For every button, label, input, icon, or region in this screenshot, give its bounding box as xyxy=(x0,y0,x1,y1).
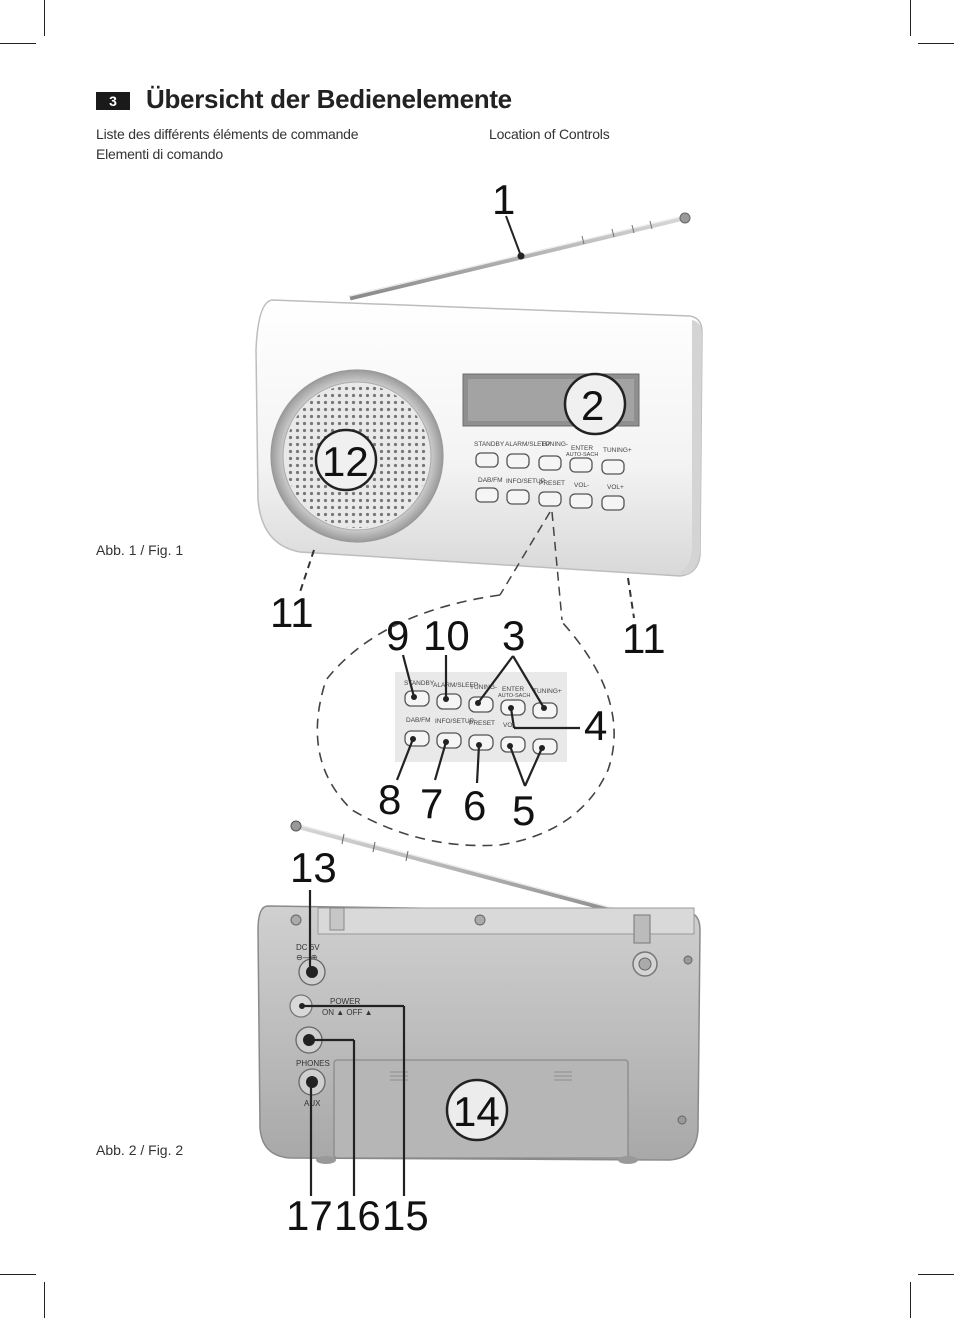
zoom-label-preset: PRESET xyxy=(469,720,495,727)
zoom-label-tuning-plus: TUNING+ xyxy=(533,688,562,695)
crop-mark xyxy=(44,1282,45,1318)
callout-7: 7 xyxy=(420,780,443,827)
callout-3: 3 xyxy=(502,612,525,659)
callout-12: 12 xyxy=(322,438,369,485)
front-label-tuning-plus: TUNING+ xyxy=(603,447,632,454)
crop-mark xyxy=(910,0,911,36)
front-label-vol-plus: VOL+ xyxy=(607,484,624,491)
svg-text:⊖—⊕: ⊖—⊕ xyxy=(296,953,317,962)
callout-1: 1 xyxy=(492,176,515,223)
radio-front-figure: STANDBY ALARM/SLEEP TUNING- ENTER AUTO-S… xyxy=(255,176,703,662)
zoom-button-vol-plus xyxy=(532,738,558,755)
front-label-tuning-minus: TUNING- xyxy=(541,441,568,448)
button-alarm-sleep[interactable] xyxy=(506,453,530,469)
callout-14: 14 xyxy=(453,1088,500,1135)
zoom-label-alarm-sleep: ALARM/SLEEP xyxy=(433,682,478,689)
front-label-preset: PRESET xyxy=(539,480,565,487)
zoom-button-standby xyxy=(404,690,430,707)
front-label-standby: STANDBY xyxy=(474,441,505,448)
subtitle-english: Location of Controls xyxy=(489,126,610,142)
zoom-button-preset xyxy=(468,734,494,751)
callout-11-left: 11 xyxy=(270,589,314,636)
crop-mark xyxy=(0,43,36,44)
callout-4: 4 xyxy=(584,702,607,749)
front-label-enter: ENTER xyxy=(571,445,593,452)
callout-13: 13 xyxy=(290,844,337,891)
front-label-dab-fm: DAB/FM xyxy=(478,477,503,484)
callout-2: 2 xyxy=(581,382,604,429)
callout-9: 9 xyxy=(386,612,409,659)
zoom-label-tuning: TUNING- xyxy=(470,684,497,691)
button-preset[interactable] xyxy=(538,491,562,507)
zoom-button-dab-fm xyxy=(404,730,430,747)
callout-8: 8 xyxy=(378,776,401,823)
label-phones: PHONES xyxy=(296,1059,330,1068)
front-label-alarm-sleep: ALARM/SLEEP xyxy=(505,441,550,448)
button-dab-fm[interactable] xyxy=(475,487,499,503)
front-label-info-setup: INFO/SETUP xyxy=(506,478,545,485)
crop-mark xyxy=(918,1274,954,1275)
button-enter[interactable] xyxy=(569,457,593,473)
zoom-button-info-setup xyxy=(436,732,462,749)
front-label-vol-minus: VOL- xyxy=(574,482,589,489)
zoom-label-enter: ENTER xyxy=(502,686,524,693)
callout-17: 17 xyxy=(286,1192,333,1239)
crop-mark xyxy=(910,1282,911,1318)
button-tuning-minus[interactable] xyxy=(538,455,562,471)
zoom-button-alarm-sleep xyxy=(436,693,462,710)
zoom-label-vol: VOL xyxy=(503,722,516,729)
zoom-button-vol-minus xyxy=(500,736,526,753)
page-title: Übersicht der Bedienelemente xyxy=(146,84,512,114)
front-label-auto-sach: AUTO-SACH xyxy=(566,452,598,458)
button-zoom-detail: STANDBY ALARM/SLEEP TUNING- ENTER AUTO-S… xyxy=(316,511,615,847)
subtitle-french: Liste des différents éléments de command… xyxy=(96,126,359,142)
button-info-setup[interactable] xyxy=(506,489,530,505)
label-aux: AUX xyxy=(304,1099,321,1108)
radio-back-figure: DC 6V ⊖—⊕ POWER ON ▲ OFF ▲ PHONES AUX 13… xyxy=(257,820,701,1239)
button-tuning-plus[interactable] xyxy=(601,459,625,475)
callout-10: 10 xyxy=(423,612,470,659)
callout-5: 5 xyxy=(512,787,535,834)
crop-mark xyxy=(44,0,45,36)
antenna xyxy=(349,215,685,301)
section-number: 3 xyxy=(96,92,130,110)
figure-1-caption: Abb. 1 / Fig. 1 xyxy=(96,542,184,558)
label-dc-6v: DC 6V xyxy=(296,943,320,952)
callout-15: 15 xyxy=(382,1192,429,1239)
zoom-label-auto-sach: AUTO-SACH xyxy=(498,693,530,699)
callout-16: 16 xyxy=(334,1192,381,1239)
crop-mark xyxy=(0,1274,36,1275)
button-standby[interactable] xyxy=(475,452,499,468)
callout-11-right: 11 xyxy=(622,615,666,662)
zoom-label-dab-fm: DAB/FM xyxy=(406,717,431,724)
zoom-label-info-setup: INFO/SETUP xyxy=(435,718,474,725)
zoom-label-standby: STANDBY xyxy=(404,680,435,687)
label-power: POWER xyxy=(330,997,360,1006)
crop-mark xyxy=(918,43,954,44)
button-vol-plus[interactable] xyxy=(601,495,625,511)
zoom-circle xyxy=(316,594,615,847)
figure-2-caption: Abb. 2 / Fig. 2 xyxy=(96,1142,184,1158)
subtitle-italian: Elementi di comando xyxy=(96,146,223,162)
label-on-off: ON ▲ OFF ▲ xyxy=(322,1008,373,1017)
callout-6: 6 xyxy=(463,782,486,829)
antenna-back xyxy=(295,823,643,921)
zoom-button-tuning-minus xyxy=(468,696,494,713)
button-vol-minus[interactable] xyxy=(569,493,593,509)
